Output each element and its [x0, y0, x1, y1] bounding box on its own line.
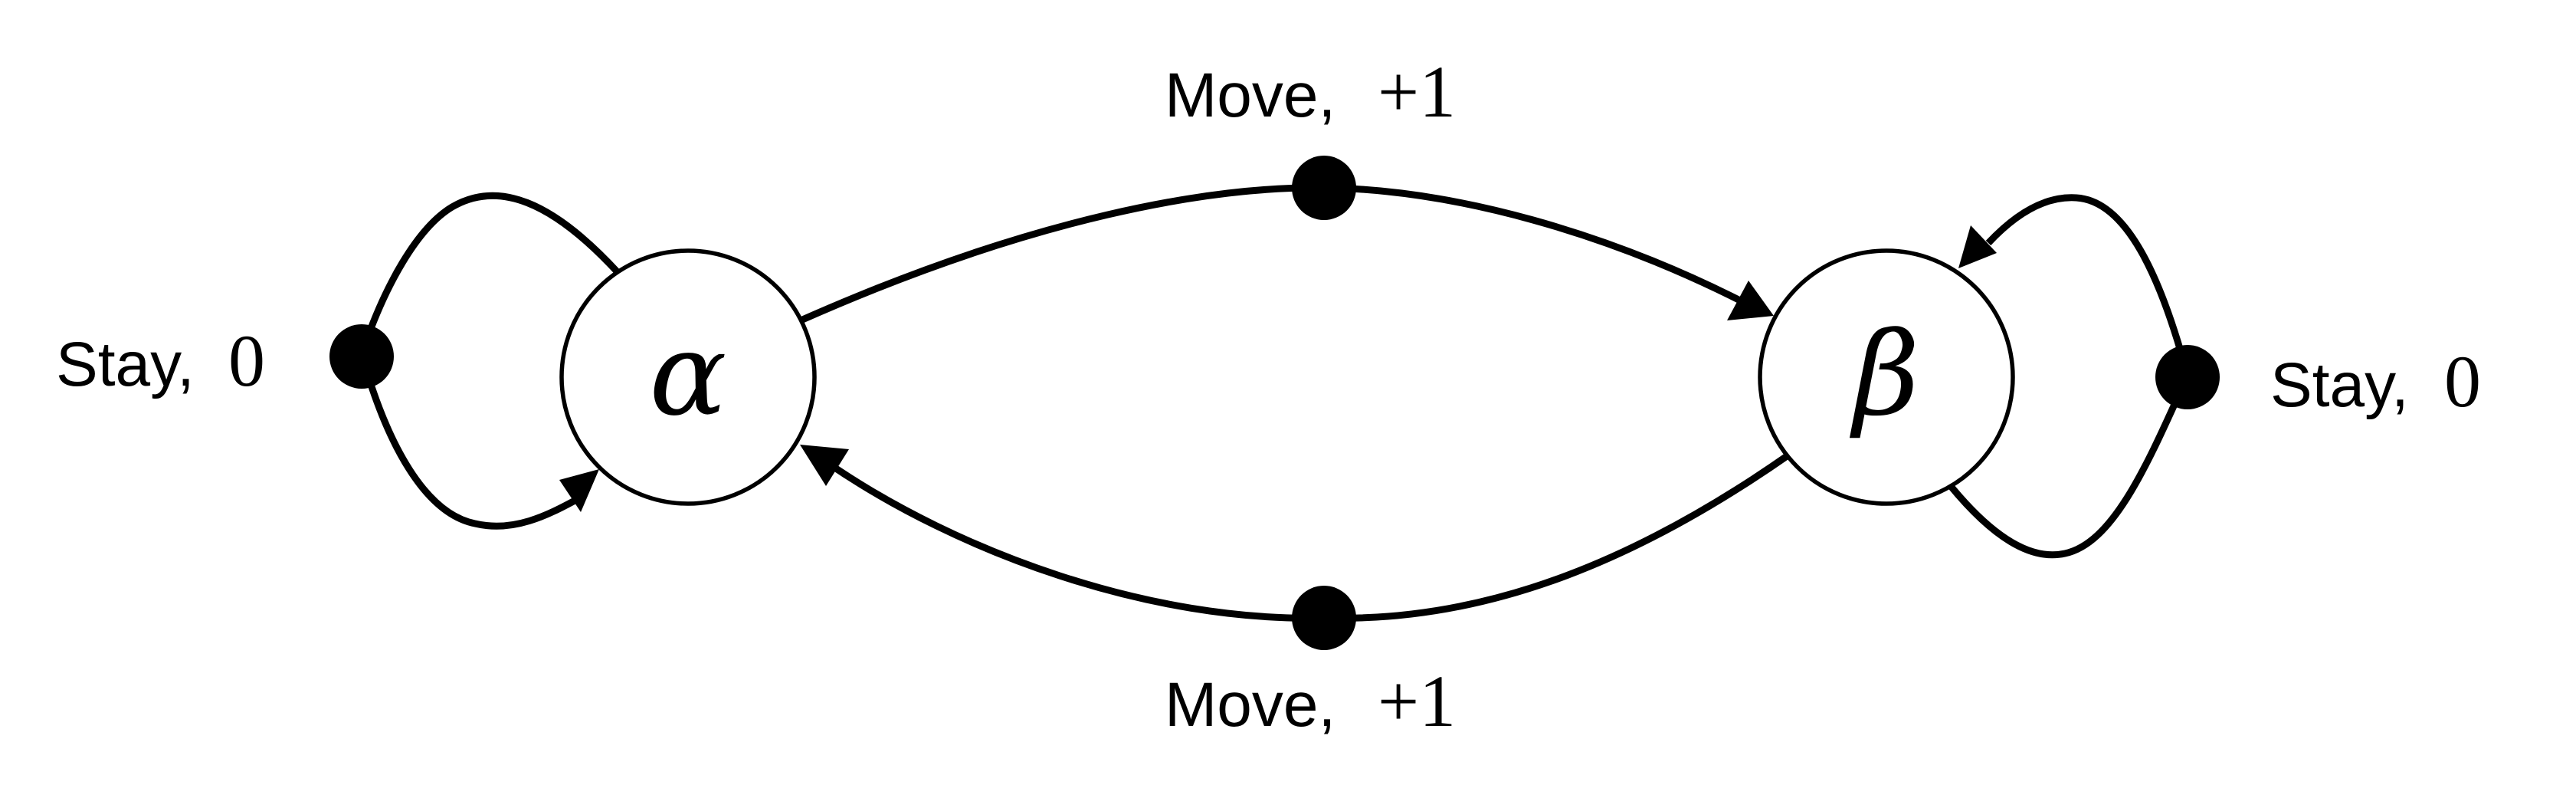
- label-stay-left-reward: 0: [228, 320, 265, 402]
- state-beta-circle: [1758, 248, 2015, 506]
- label-stay-left: Stay, 0: [56, 320, 265, 402]
- edge-beta-to-stay-right: [1947, 374, 2191, 559]
- edge-beta-to-move-bottom: [1323, 452, 1791, 622]
- state-beta-symbol: β: [1850, 308, 1920, 442]
- label-stay-right-reward: 0: [2444, 340, 2481, 422]
- edge-stay-right-to-beta: [1985, 194, 2191, 377]
- label-move-top-action: Move,: [1165, 61, 1336, 130]
- arrowhead-to-alpha: [800, 445, 849, 486]
- edge-move-top-to-beta: [1323, 184, 1745, 306]
- edge-move-bottom-to-alpha: [827, 461, 1325, 622]
- arrowhead-loop-alpha: [559, 469, 599, 512]
- state-alpha-circle: [559, 248, 817, 506]
- arrowhead-loop-beta: [1958, 225, 1997, 268]
- state-beta: β: [1758, 248, 2015, 506]
- action-node-move-top: [1292, 156, 1356, 220]
- edge-alpha-to-stay-left: [358, 192, 621, 356]
- label-move-top-reward: +1: [1378, 51, 1456, 133]
- label-move-top: Move, +1: [1165, 51, 1456, 133]
- label-move-bottom: Move, +1: [1165, 660, 1456, 742]
- state-alpha-symbol: α: [649, 308, 726, 442]
- action-node-stay-right: [2155, 345, 2220, 409]
- label-stay-right: Stay, 0: [2270, 340, 2481, 422]
- arrowhead-to-beta: [1727, 281, 1774, 320]
- label-move-bottom-action: Move,: [1165, 670, 1336, 740]
- edge-stay-left-to-alpha: [358, 353, 578, 530]
- label-stay-left-action: Stay,: [56, 330, 195, 399]
- label-move-bottom-reward: +1: [1378, 660, 1456, 742]
- label-stay-right-action: Stay,: [2270, 350, 2409, 420]
- action-node-move-bottom: [1292, 586, 1356, 650]
- state-alpha: α: [559, 248, 817, 506]
- edge-alpha-to-move-top: [799, 184, 1325, 324]
- action-node-stay-left: [329, 324, 394, 389]
